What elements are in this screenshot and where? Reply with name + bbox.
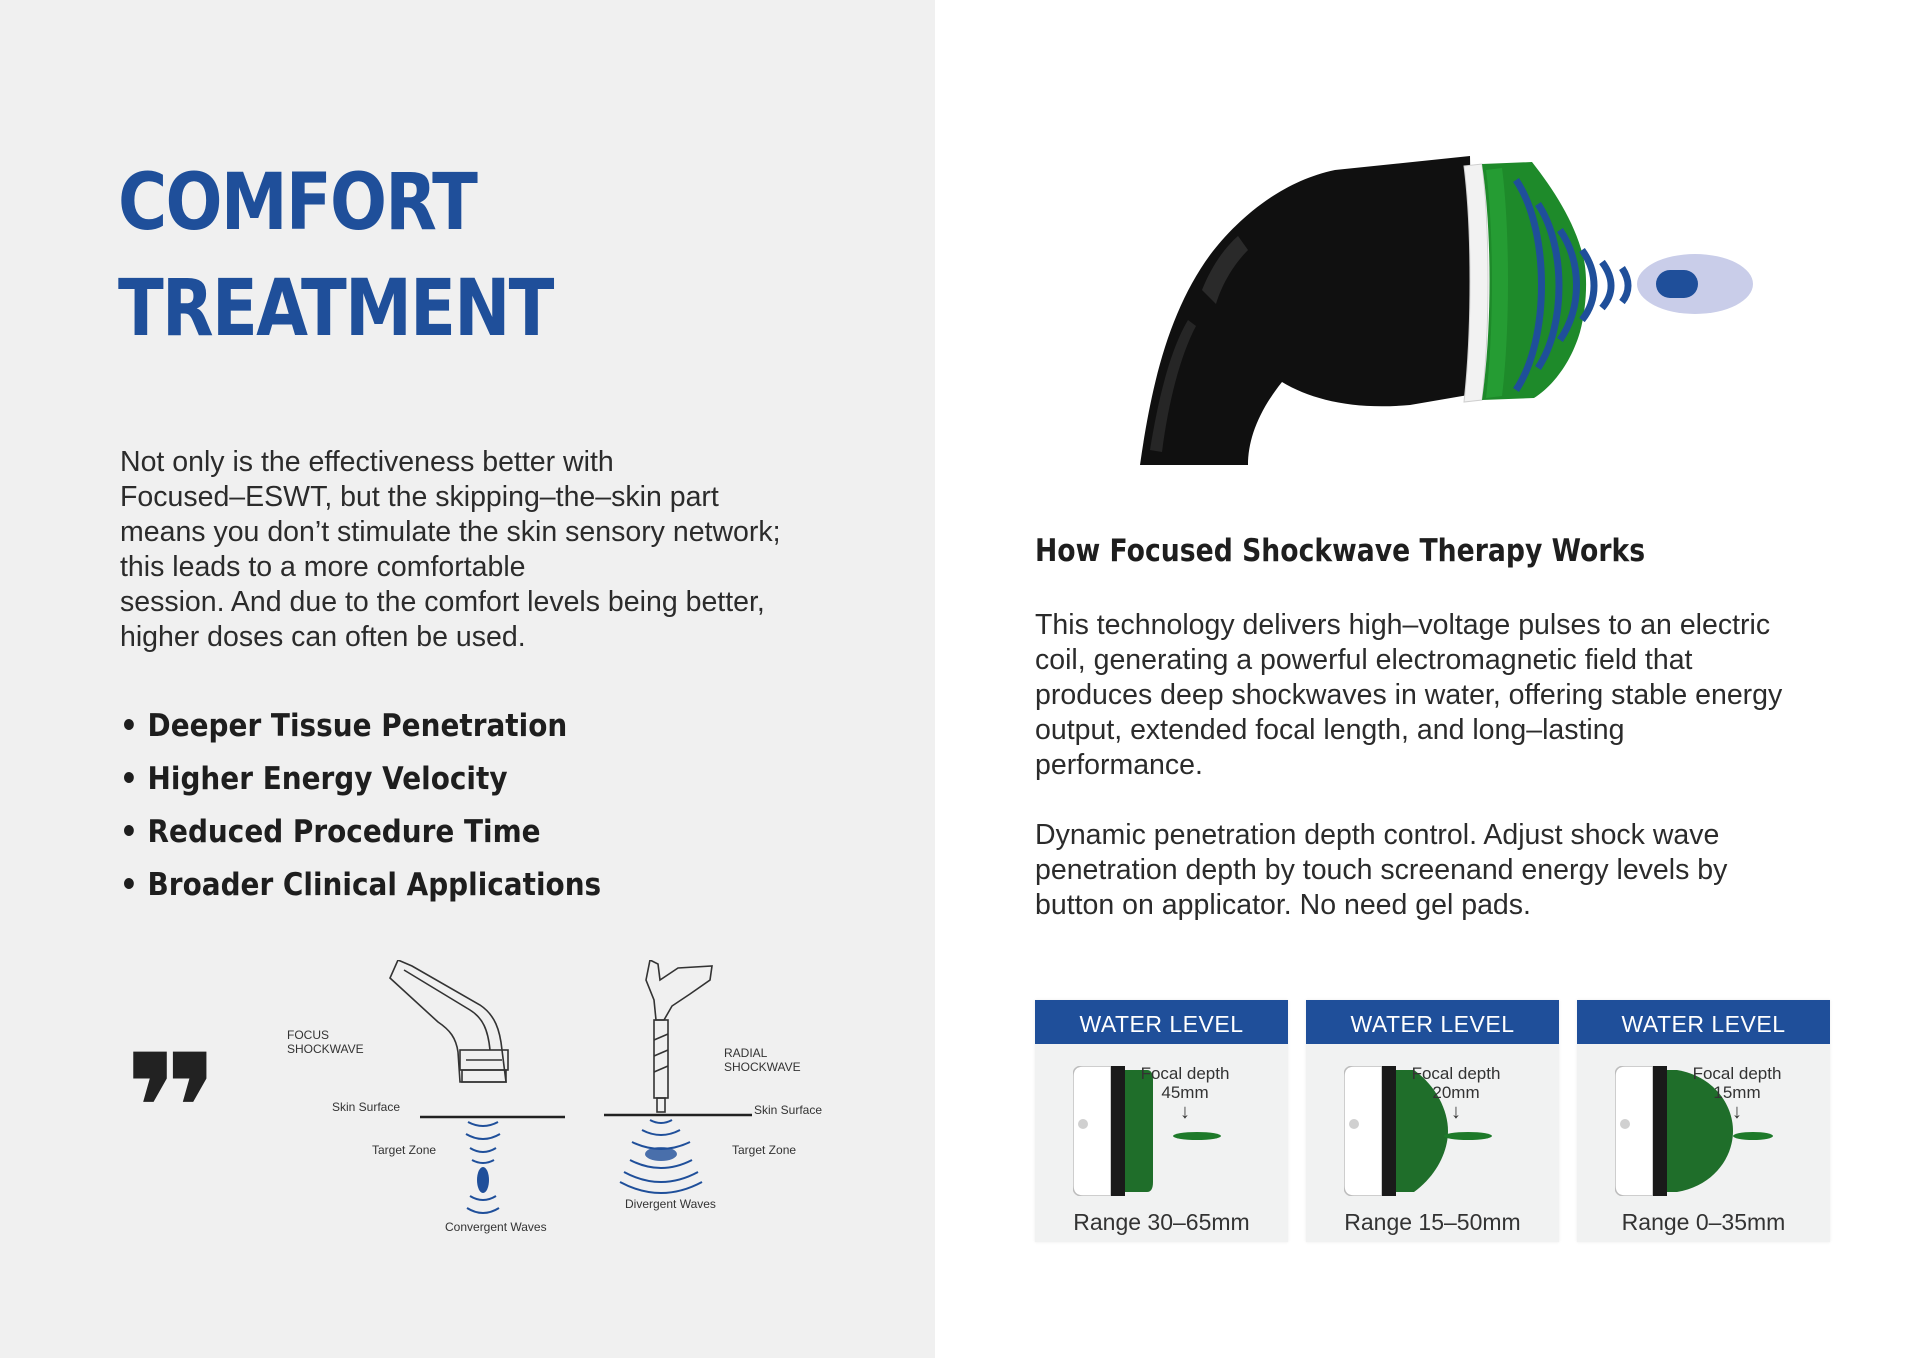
card-header: WATER LEVEL: [1306, 1000, 1559, 1044]
card-body: Focal depth 45mm ↓ Range 30–65mm: [1035, 1044, 1288, 1242]
benefits-list: • Deeper Tissue Penetration • Higher Ene…: [120, 700, 655, 912]
range-label: Range 30–65mm: [1073, 1209, 1250, 1235]
down-arrow-icon: ↓: [1451, 1101, 1461, 1123]
depth-control-paragraph: Dynamic penetration depth control. Adjus…: [1035, 818, 1855, 923]
card-header: WATER LEVEL: [1035, 1000, 1288, 1044]
focal-label-text: Focal depth: [1140, 1064, 1230, 1083]
card-header: WATER LEVEL: [1577, 1000, 1830, 1044]
benefit-item: • Broader Clinical Applications: [120, 867, 602, 903]
intro-paragraph: Not only is the effectiveness better wit…: [120, 445, 860, 655]
label-line: SHOCKWAVE: [287, 1042, 364, 1056]
shockwave-waves-icon: [1513, 178, 1632, 392]
skin-surface-label: Skin Surface: [332, 1100, 401, 1114]
diagram-illustration: [389, 960, 752, 1214]
left-panel: [0, 0, 935, 1358]
label-line: RADIAL: [724, 1046, 768, 1060]
water-level-applicator-icon: [1073, 1066, 1221, 1196]
intro-line: session. And due to the comfort levels b…: [120, 586, 765, 618]
water-level-card: WATER LEVEL Focal depth 20mm ↓ Range 15–…: [1306, 1000, 1559, 1242]
convergent-waves-label: Convergent Waves: [445, 1220, 547, 1234]
paragraph-line: performance.: [1035, 749, 1203, 781]
focal-depth-value: 45mm: [1161, 1083, 1209, 1102]
focal-depth-value: 20mm: [1432, 1083, 1480, 1102]
focal-depth-label: Focal depth 45mm: [1125, 1064, 1245, 1102]
divergent-waves-label: Divergent Waves: [625, 1197, 716, 1211]
closing-quote-icon: ❞: [123, 1023, 221, 1197]
focus-handpiece-icon: [389, 960, 509, 1083]
benefit-item: • Higher Energy Velocity: [120, 761, 508, 797]
water-level-applicator-icon: [1344, 1066, 1492, 1196]
paragraph-line: Dynamic penetration depth control. Adjus…: [1035, 819, 1720, 851]
focal-depth-label: Focal depth 20mm: [1396, 1064, 1516, 1102]
water-level-applicator-icon: [1615, 1066, 1773, 1196]
paragraph-line: This technology delivers high–voltage pu…: [1035, 609, 1771, 641]
intro-line: means you don’t stimulate the skin senso…: [120, 516, 781, 548]
paragraph-line: coil, generating a powerful electromagne…: [1035, 644, 1693, 676]
radial-handpiece-icon: [645, 960, 713, 1113]
water-level-card: WATER LEVEL Focal depth 45mm ↓ Range 30–…: [1035, 1000, 1288, 1242]
down-arrow-icon: ↓: [1180, 1101, 1190, 1123]
card-body: Focal depth 15mm ↓ Range 0–35mm: [1577, 1044, 1830, 1242]
focal-label-text: Focal depth: [1411, 1064, 1501, 1083]
convergent-waves-icon: [465, 1121, 501, 1214]
benefit-item: • Reduced Procedure Time: [120, 814, 541, 850]
range-label: Range 0–35mm: [1621, 1209, 1786, 1235]
section-heading: How Focused Shockwave Therapy Works: [1035, 533, 1646, 569]
paragraph-line: penetration depth by touch screenand ene…: [1035, 854, 1728, 886]
intro-line: Not only is the effectiveness better wit…: [120, 446, 614, 478]
target-zone-label: Target Zone: [732, 1143, 797, 1157]
down-arrow-icon: ↓: [1732, 1101, 1742, 1123]
target-zone-label: Target Zone: [372, 1143, 437, 1157]
label-line: FOCUS: [287, 1028, 329, 1042]
page-title: COMFORT TREATMENT: [118, 150, 554, 362]
intro-line: higher doses can often be used.: [120, 621, 526, 653]
focus-shockwave-label: FOCUS SHOCKWAVE: [287, 1028, 364, 1056]
paragraph-line: produces deep shockwaves in water, offer…: [1035, 679, 1783, 711]
benefit-item: • Deeper Tissue Penetration: [120, 708, 568, 744]
skin-surface-label: Skin Surface: [754, 1103, 823, 1117]
radial-shockwave-label: RADIAL SHOCKWAVE: [724, 1046, 801, 1074]
technology-paragraph: This technology delivers high–voltage pu…: [1035, 608, 1855, 783]
intro-line: Focused–ESWT, but the skipping–the–skin …: [120, 481, 719, 513]
title-line-2: TREATMENT: [118, 264, 554, 354]
focal-depth-value: 15mm: [1713, 1083, 1761, 1102]
water-level-card: WATER LEVEL Focal depth 15mm ↓ Range 0–3…: [1577, 1000, 1830, 1242]
intro-line: this leads to a more comfortable: [120, 551, 526, 583]
focal-depth-label: Focal depth 15mm: [1677, 1064, 1797, 1102]
shockwave-applicator-icon: [1140, 156, 1753, 465]
paragraph-line: button on applicator. No need gel pads.: [1035, 889, 1531, 921]
focal-label-text: Focal depth: [1692, 1064, 1782, 1083]
card-body: Focal depth 20mm ↓ Range 15–50mm: [1306, 1044, 1559, 1242]
paragraph-line: output, extended focal length, and long–…: [1035, 714, 1625, 746]
shockwave-comparison-diagram: FOCUS SHOCKWAVE RADIAL SHOCKWAVE Skin Su…: [287, 960, 840, 1250]
label-line: SHOCKWAVE: [724, 1060, 801, 1074]
range-label: Range 15–50mm: [1344, 1209, 1521, 1235]
title-line-1: COMFORT: [118, 158, 478, 248]
applicator-illustration: [1130, 150, 1770, 470]
